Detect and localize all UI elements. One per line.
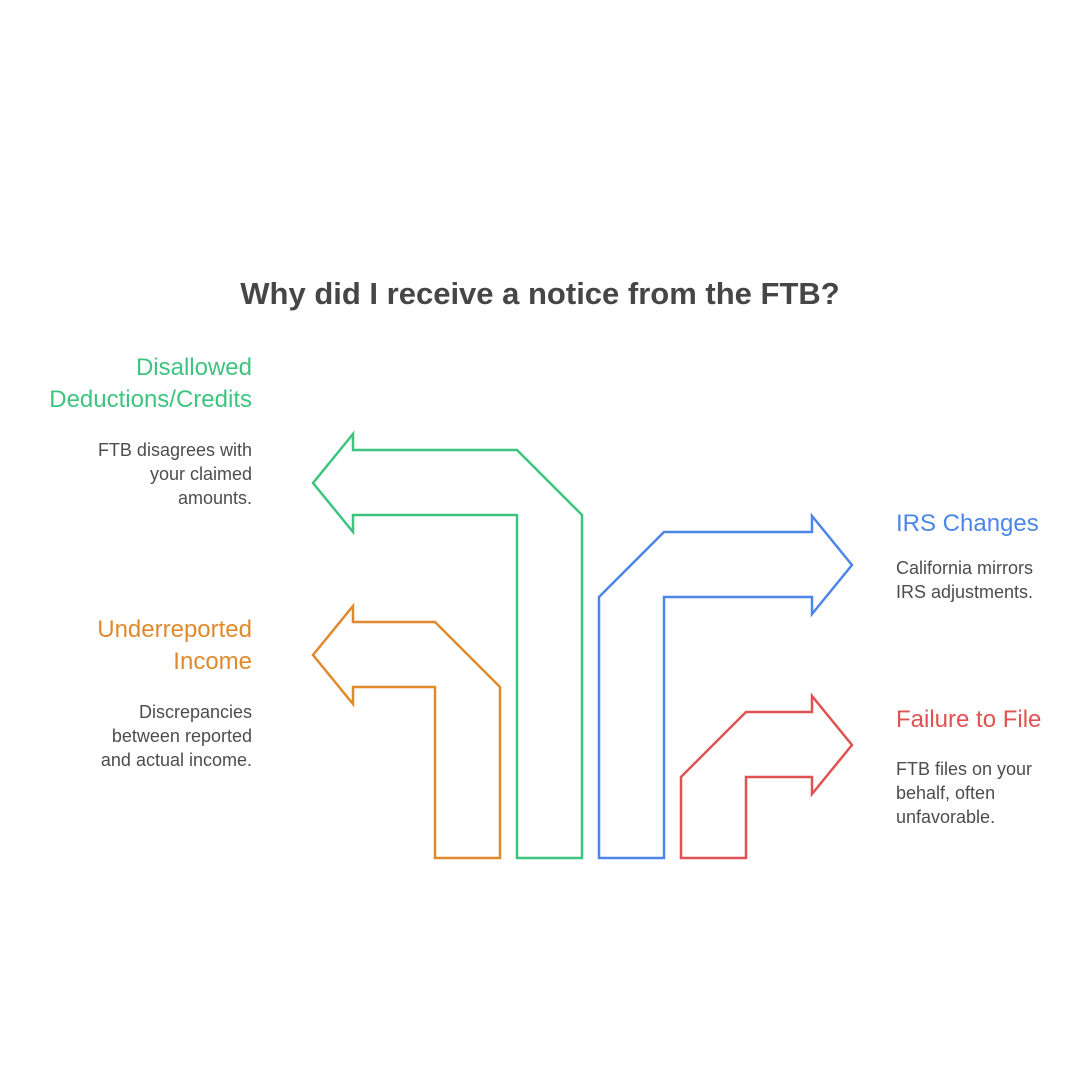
underreported-income-arrow — [311, 602, 502, 860]
page-title: Why did I receive a notice from the FTB? — [240, 276, 840, 311]
desc-line: FTB disagrees with — [97, 440, 252, 460]
underreported-heading-line1: Underreported — [97, 616, 252, 643]
failure-to-file-heading: Failure to File — [896, 706, 1042, 733]
underreported-income-description: Discrepancies between reported and actua… — [101, 700, 252, 772]
irs-changes-description: California mirrors IRS adjustments. — [896, 556, 1033, 604]
desc-line: and actual income. — [100, 750, 252, 770]
desc-line: FTB files on your — [896, 759, 1033, 779]
disallowed-heading-line1: Disallowed — [135, 354, 252, 381]
disallowed-heading-line2: Deductions/Credits — [49, 386, 252, 413]
failure-to-file-description: FTB files on your behalf, often unfavora… — [896, 757, 1032, 829]
disallowed-deductions-heading: Disallowed Deductions/Credits — [49, 352, 252, 416]
desc-line: unfavorable. — [896, 807, 996, 827]
disallowed-deductions-arrow — [311, 430, 584, 860]
underreported-income-heading: Underreported Income — [97, 614, 252, 678]
desc-line: between reported — [111, 726, 252, 746]
desc-line: Discrepancies — [138, 702, 252, 722]
failure-to-file-arrow — [679, 692, 854, 860]
irs-changes-arrow — [597, 512, 854, 860]
desc-line: California mirrors — [896, 558, 1034, 578]
desc-line: behalf, often — [896, 783, 996, 803]
underreported-heading-line2: Income — [173, 648, 252, 675]
desc-line: amounts. — [177, 488, 252, 508]
disallowed-deductions-description: FTB disagrees with your claimed amounts. — [98, 438, 252, 510]
desc-line: IRS adjustments. — [896, 582, 1034, 602]
irs-changes-heading: IRS Changes — [896, 510, 1039, 537]
desc-line: your claimed — [149, 464, 252, 484]
